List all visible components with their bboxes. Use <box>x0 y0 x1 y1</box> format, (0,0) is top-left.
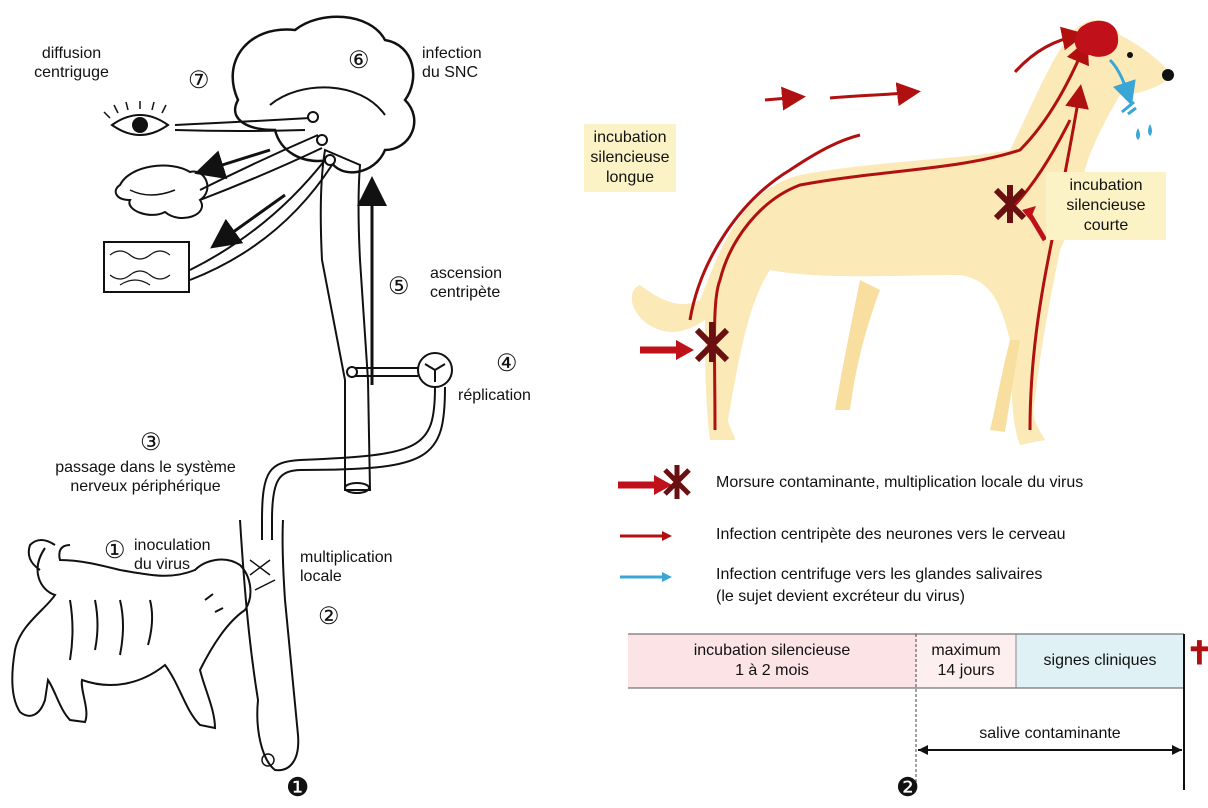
legend-bite-icon <box>618 465 689 499</box>
box-incubation-long: incubation silencieuse longue <box>584 124 676 192</box>
panel-marker-2: ❷ <box>896 772 919 803</box>
legend-centrifugal-text: Infection centrifuge vers les glandes sa… <box>716 564 1042 608</box>
label-salive: salive contaminante <box>918 724 1182 743</box>
legend-bite-text: Morsure contaminante, multiplication loc… <box>716 474 1083 492</box>
box-incubation-short: incubation silencieuse courte <box>1046 172 1166 240</box>
legend-centripetal-arrow <box>620 531 672 541</box>
legend-centripetal-text: Infection centripète des neurones vers l… <box>716 526 1066 544</box>
phase-incubation: incubation silencieuse 1 à 2 mois <box>628 634 916 688</box>
saliva-drop <box>1136 128 1140 140</box>
saliva-drop <box>1148 124 1152 136</box>
phase-maximum: maximum 14 jours <box>916 634 1016 688</box>
legend-centrifugal-arrow <box>620 572 672 582</box>
phase-clinical-signs: signes cliniques <box>1016 634 1184 688</box>
death-cross-icon: ✝ <box>1186 644 1208 663</box>
